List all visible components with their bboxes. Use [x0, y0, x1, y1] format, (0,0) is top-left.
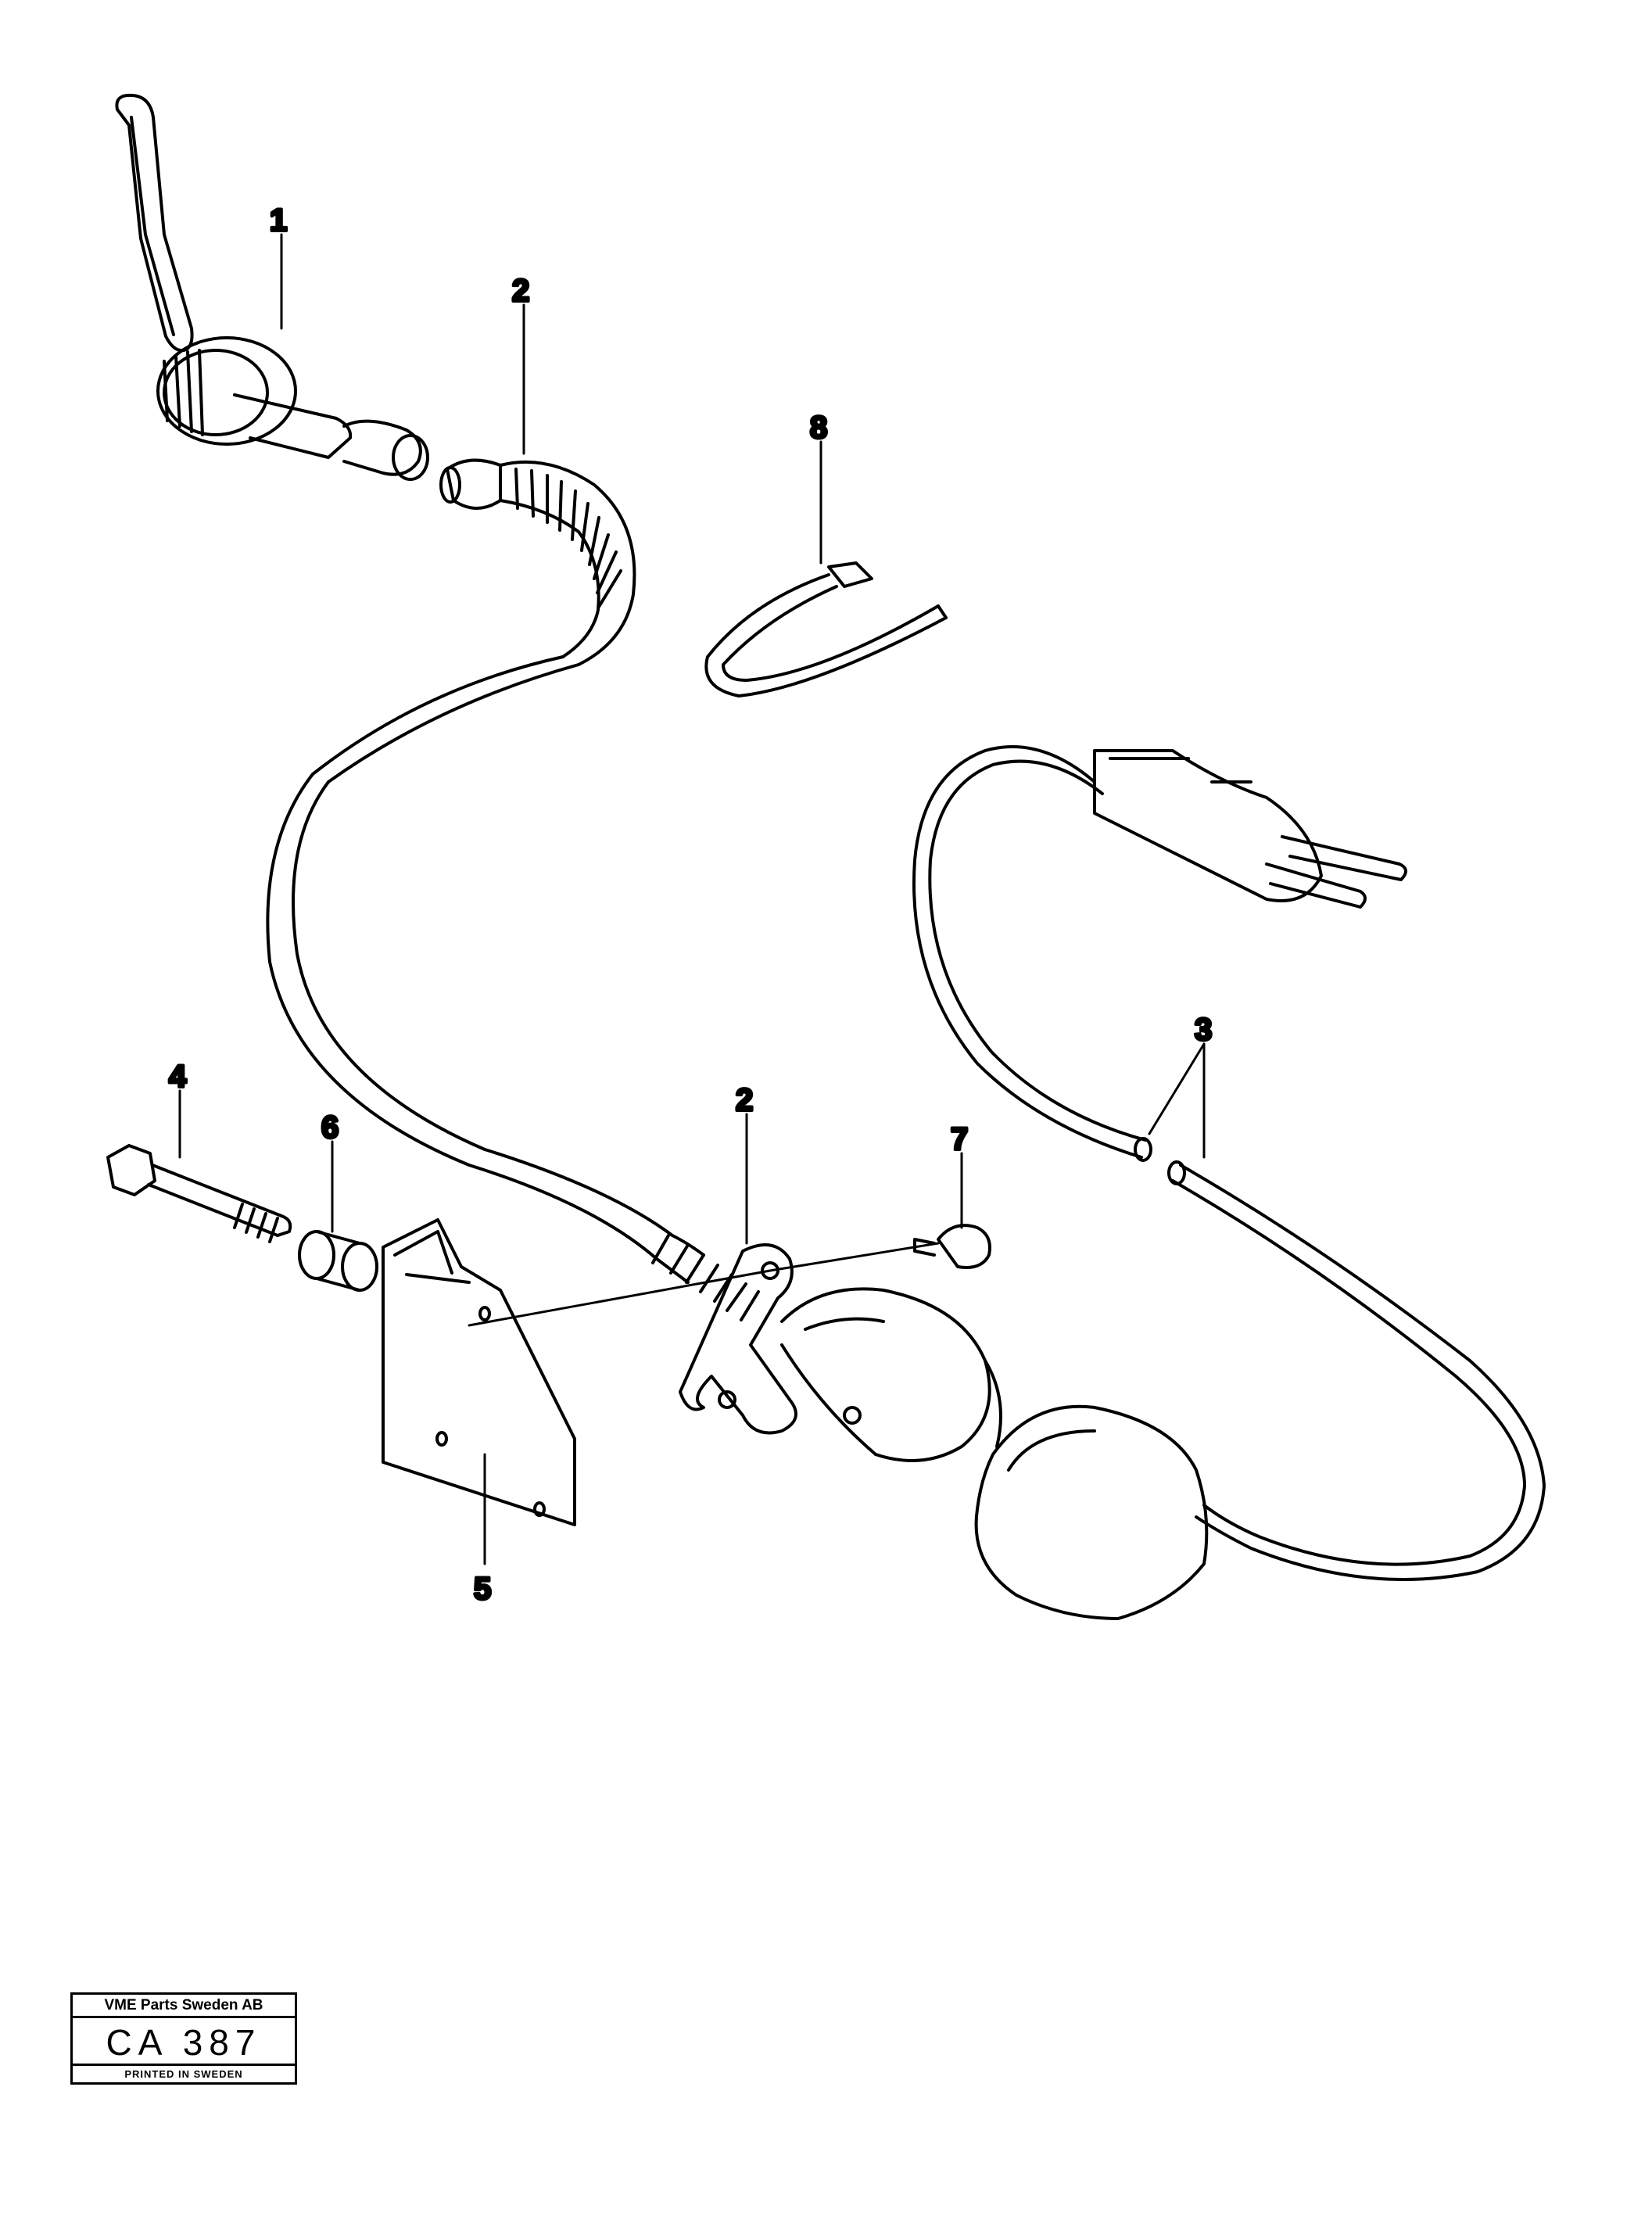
- mounting-plate: [382, 1218, 576, 1526]
- company-name: VME Parts Sweden AB: [73, 1995, 295, 2018]
- callout-3: 3: [1195, 1013, 1212, 1047]
- callout-5: 5: [474, 1572, 491, 1606]
- callout-7: 7: [951, 1122, 968, 1156]
- cable-tie: [704, 561, 948, 697]
- title-block: VME Parts Sweden AB CA 387 PRINTED IN SW…: [70, 1992, 297, 2085]
- callout-8: 8: [810, 411, 827, 445]
- callout-2-upper: 2: [512, 274, 529, 308]
- cable-socket: [679, 1243, 1209, 1620]
- leader-lines: [178, 233, 1206, 1565]
- printed-in-label: PRINTED IN SWEDEN: [73, 2064, 295, 2082]
- power-cord: [912, 745, 1546, 1581]
- screw: [913, 1224, 991, 1269]
- spacer-sleeve: [298, 1230, 378, 1292]
- callout-4: 4: [169, 1060, 187, 1094]
- bolt: [106, 1144, 292, 1243]
- heater-cable: [266, 458, 760, 1321]
- immersion-heater-element: [115, 93, 429, 481]
- drawing-code: CA 387: [106, 2022, 262, 2063]
- callout-6: 6: [321, 1110, 339, 1145]
- callout-1: 1: [270, 203, 287, 238]
- callout-2-lower: 2: [736, 1083, 753, 1117]
